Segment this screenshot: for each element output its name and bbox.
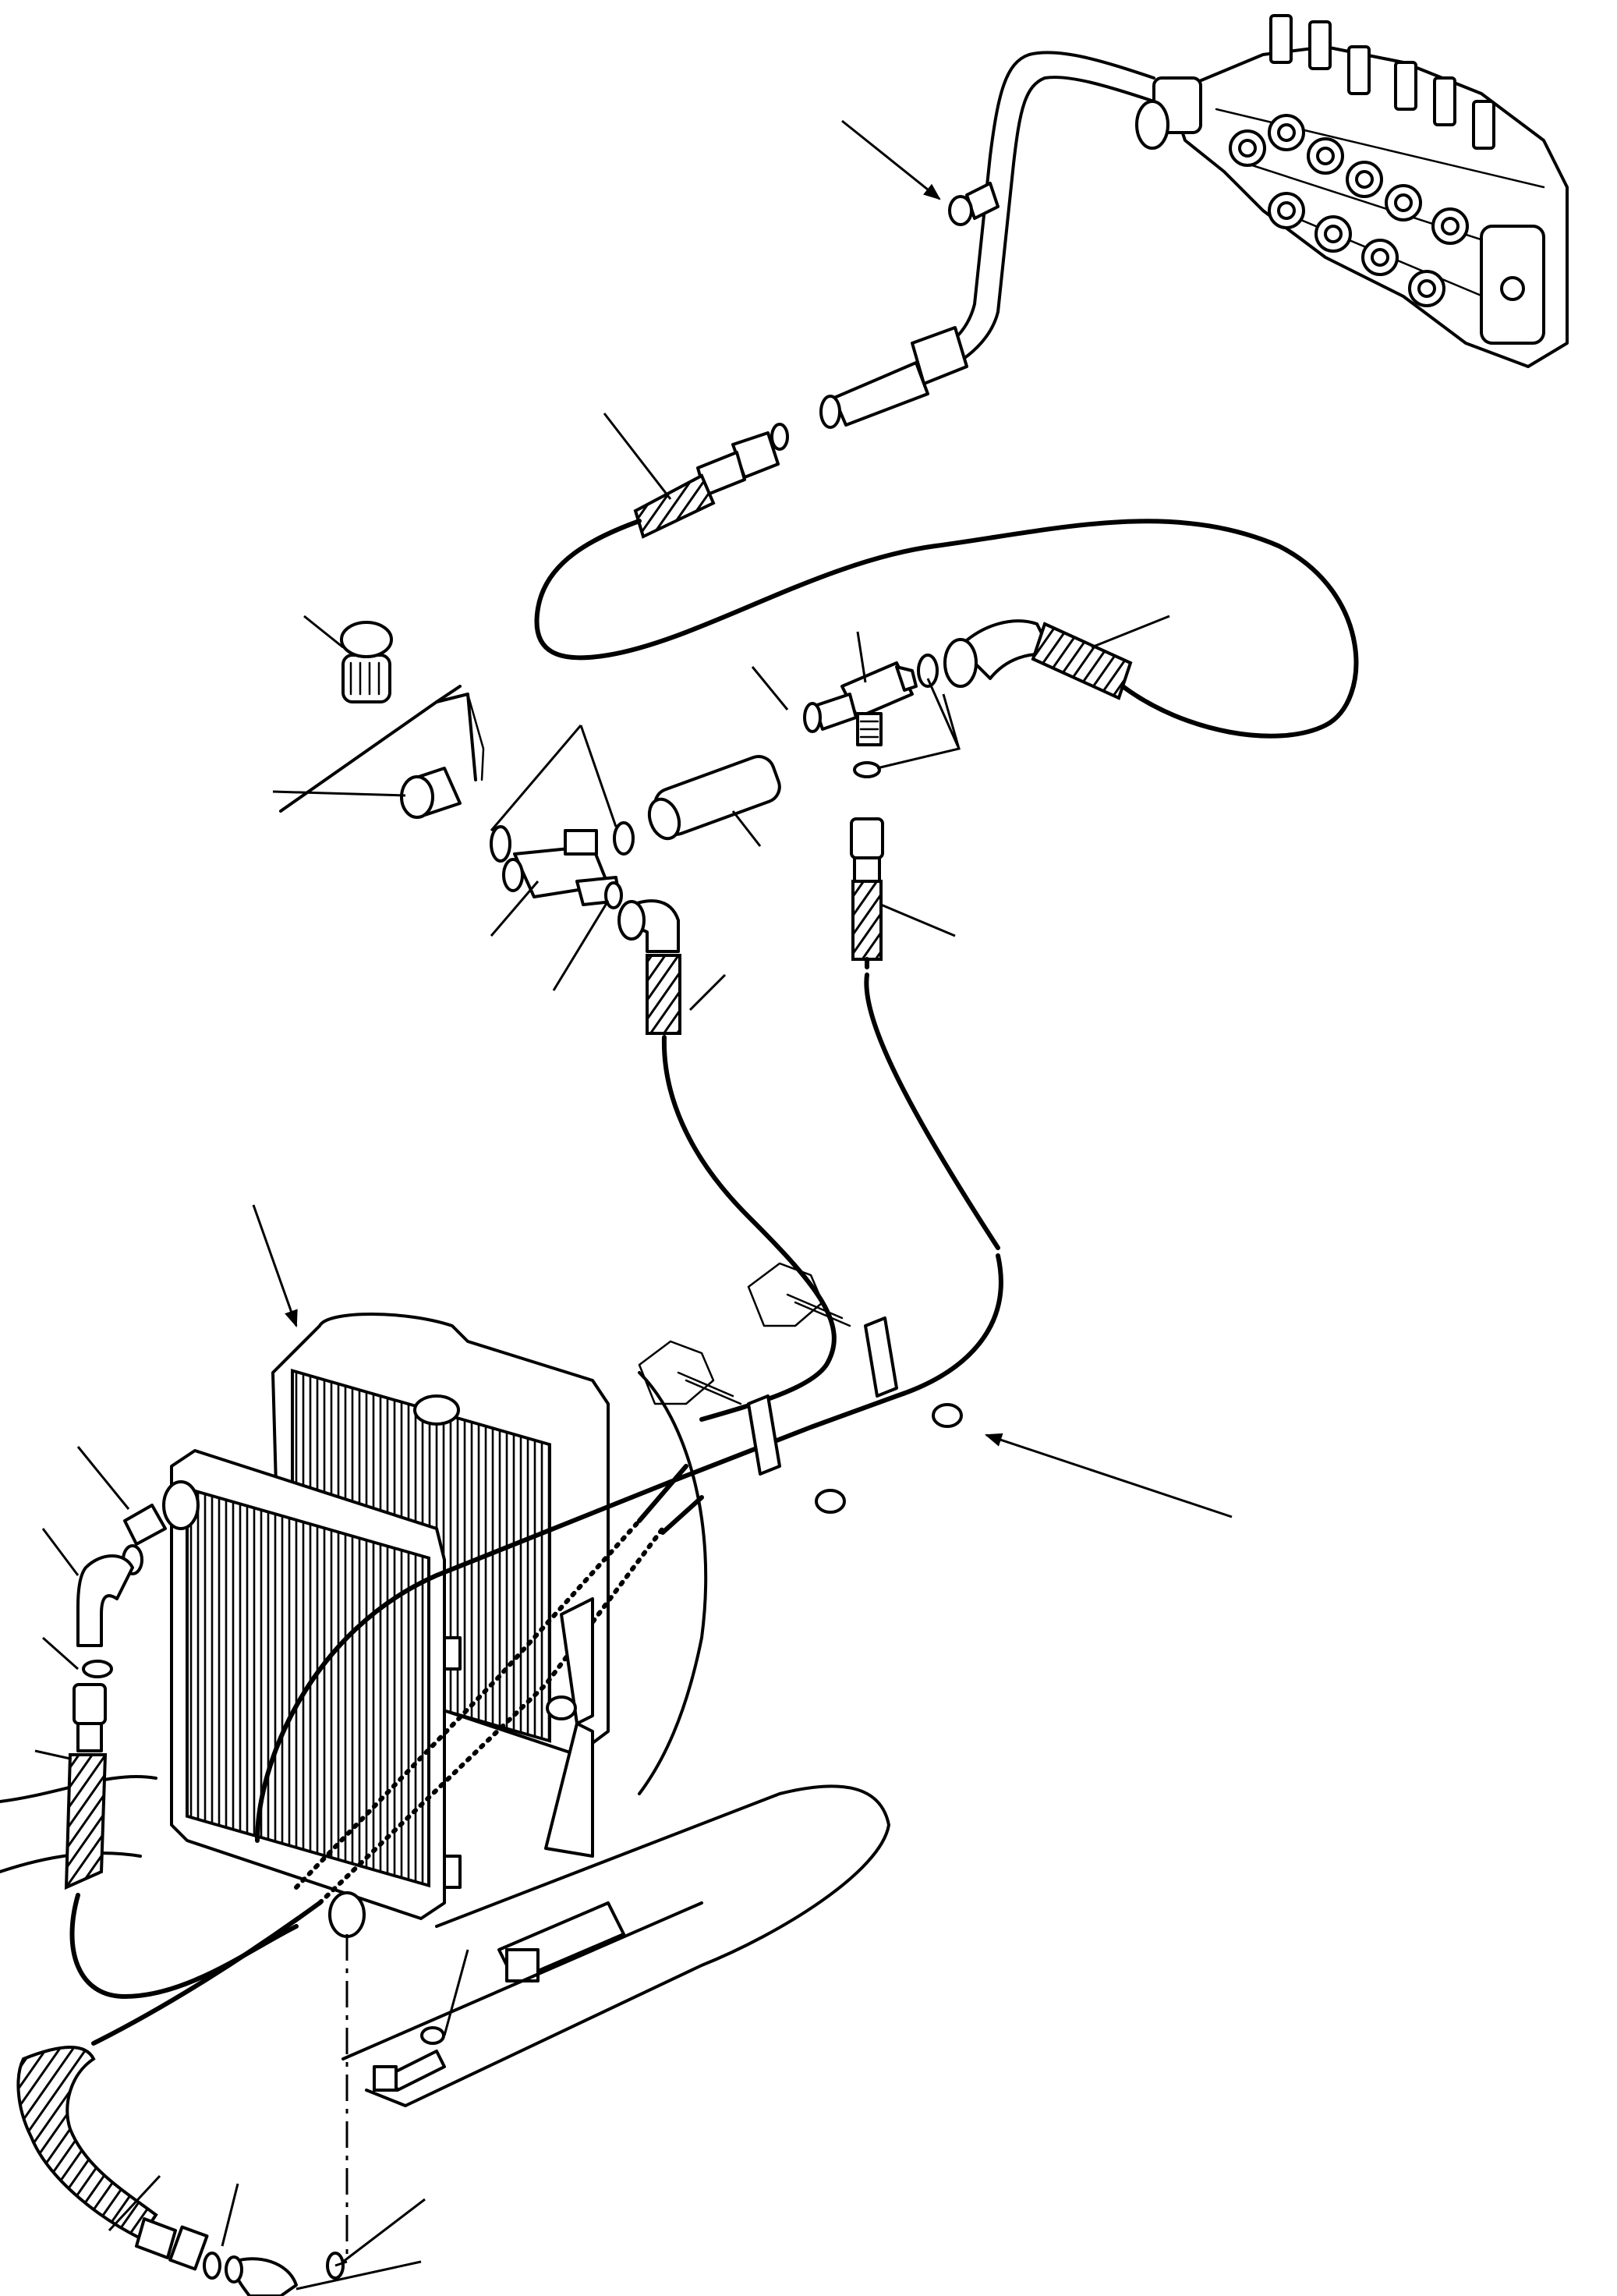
nipple-thread xyxy=(819,395,841,429)
pipe-boss xyxy=(948,182,1000,226)
leader-lines xyxy=(34,119,1233,2291)
support-bracket xyxy=(497,1597,625,1982)
center-line xyxy=(334,1934,349,2267)
o-ring-4 xyxy=(604,881,623,909)
sleeve-hose xyxy=(647,755,781,841)
filler-cap xyxy=(340,621,393,703)
radiator-assembly xyxy=(162,1313,708,1938)
o-ring-2 xyxy=(917,654,939,688)
elbow-hose-fitting xyxy=(943,619,1133,700)
o-ring-1 xyxy=(770,423,789,451)
pipe-nipple xyxy=(833,361,929,427)
cooler-port-top xyxy=(162,1480,200,1530)
mount-bolt xyxy=(373,1949,469,2092)
tank-corner xyxy=(279,621,485,813)
clamp-1 xyxy=(638,1340,846,1514)
hose-lower xyxy=(16,1479,673,2296)
control-valve-assembly xyxy=(1135,14,1569,368)
cooler-port-bottom xyxy=(328,1891,366,1938)
clamp-2 xyxy=(747,1262,963,1428)
steel-pipe xyxy=(819,51,1155,429)
cooler-fittings-left xyxy=(64,1504,299,1999)
tee-fitting-right xyxy=(803,661,918,746)
hose-vertical xyxy=(668,817,1003,1484)
hose-upper xyxy=(534,431,1359,739)
tee-fitting-left xyxy=(490,821,635,906)
elbow-hose-left xyxy=(617,899,837,1422)
o-ring-3 xyxy=(853,761,881,778)
adapter-left xyxy=(400,767,462,819)
